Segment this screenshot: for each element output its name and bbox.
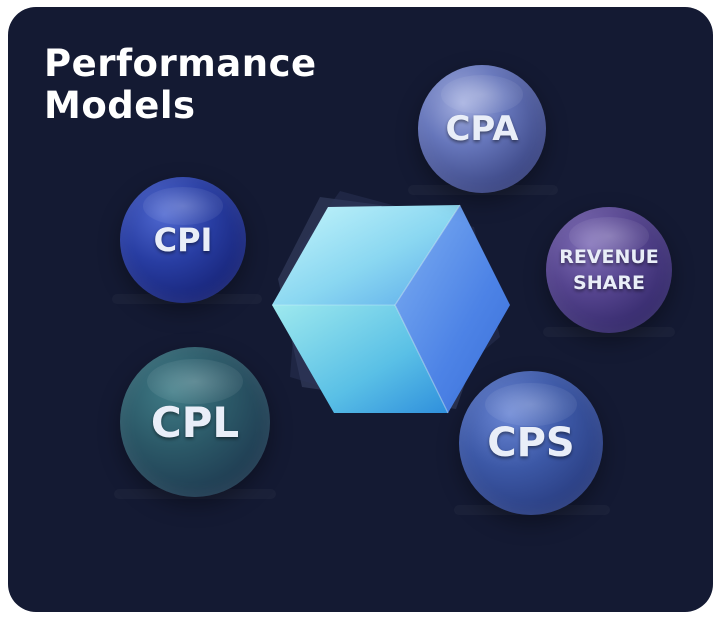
revenue-share-label-line-1: REVENUE xyxy=(559,246,659,268)
performance-models-card: Performance Models xyxy=(8,7,713,612)
cpa-label: CPA xyxy=(445,109,519,149)
revenue-share-label: REVENUE SHARE xyxy=(559,244,659,296)
cps-label: CPS xyxy=(487,420,575,466)
revenue-share-label-line-2: SHARE xyxy=(573,272,645,294)
cps-orb: CPS xyxy=(459,371,603,515)
cube-top-face xyxy=(272,205,460,305)
cube-svg xyxy=(272,191,510,414)
title-line-1: Performance xyxy=(44,42,317,85)
cube-graphic xyxy=(260,187,510,417)
cpl-label: CPL xyxy=(150,397,240,447)
revenue-share-orb: REVENUE SHARE xyxy=(546,207,672,333)
cube-left-face xyxy=(272,305,448,413)
cpi-label: CPI xyxy=(153,221,213,259)
cpa-orb-gloss xyxy=(441,75,523,114)
cube-edges xyxy=(394,204,461,414)
cpa-orb: CPA xyxy=(418,65,546,193)
cube-right-face xyxy=(395,205,510,413)
title-line-2: Models xyxy=(44,84,196,127)
cpi-orb: CPI xyxy=(120,177,246,303)
page-title: Performance Models xyxy=(44,43,317,127)
cpi-orb-gloss xyxy=(142,187,224,225)
cpl-orb: CPL xyxy=(120,347,270,497)
